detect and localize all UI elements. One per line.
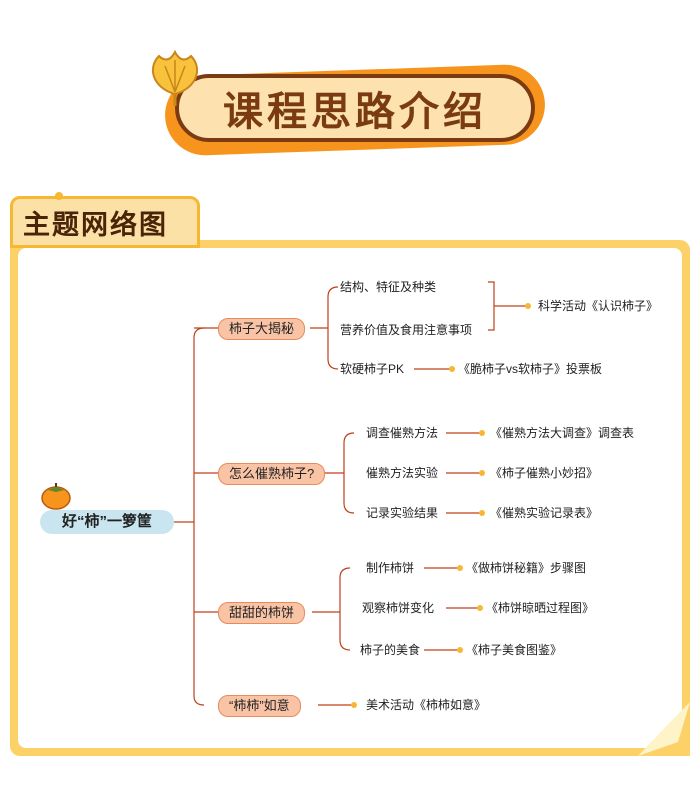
branch-1-item-1: 结构、特征及种类 — [340, 280, 437, 294]
branch-2-item-1: 调查催熟方法 — [366, 426, 439, 440]
header-banner: 课程思路介绍 — [175, 74, 535, 142]
ginkgo-leaf-icon — [151, 49, 199, 106]
page-fold-corner — [638, 702, 690, 756]
branch-4-item-1: 美术活动《柿柿如意》 — [366, 698, 487, 712]
branch-3-result-3: 《柿子美食图鉴》 — [466, 643, 563, 657]
branch-2-item-2: 催熟方法实验 — [366, 466, 439, 480]
branch-2-node: 怎么催熟柿子? — [218, 463, 326, 485]
course-header: 课程思路介绍 — [145, 48, 547, 158]
branch-1-item-3: 软硬柿子PK — [340, 362, 405, 376]
branch-3-item-1: 制作柿饼 — [366, 561, 415, 575]
persimmon-icon — [41, 483, 71, 510]
branch-3-result-1: 《做柿饼秘籍》步骤图 — [466, 561, 587, 575]
tab-dot — [55, 192, 63, 200]
section-title: 主题网络图 — [23, 209, 168, 240]
page-title: 课程思路介绍 — [223, 88, 487, 135]
branch-4-node: “柿柿”如意 — [218, 695, 301, 717]
diagram-canvas — [18, 248, 682, 748]
branch-3-result-2: 《柿饼晾晒过程图》 — [486, 601, 595, 615]
branch-3-item-3: 柿子的美食 — [360, 643, 421, 657]
branch-2-result-2: 《柿子催熟小妙招》 — [490, 466, 599, 480]
branch-3-item-2: 观察柿饼变化 — [362, 601, 435, 615]
branch-1-result-2: 《脆柿子vs软柿子》投票板 — [458, 362, 603, 376]
branch-2-item-3: 记录实验结果 — [366, 506, 439, 520]
branch-2-result-1: 《催熟方法大调查》调查表 — [490, 426, 635, 440]
branch-2-result-3: 《催熟实验记录表》 — [490, 506, 599, 520]
branch-3-node: 甜甜的柿饼 — [218, 602, 306, 624]
branch-1-result-1: 科学活动《认识柿子》 — [538, 299, 659, 313]
root-node: 好“柿”一箩筐 — [40, 510, 174, 534]
branch-1-node: 柿子大揭秘 — [218, 318, 306, 340]
section-tab: 主题网络图 — [10, 192, 200, 248]
branch-1-item-2: 营养价值及食用注意事项 — [340, 323, 473, 337]
